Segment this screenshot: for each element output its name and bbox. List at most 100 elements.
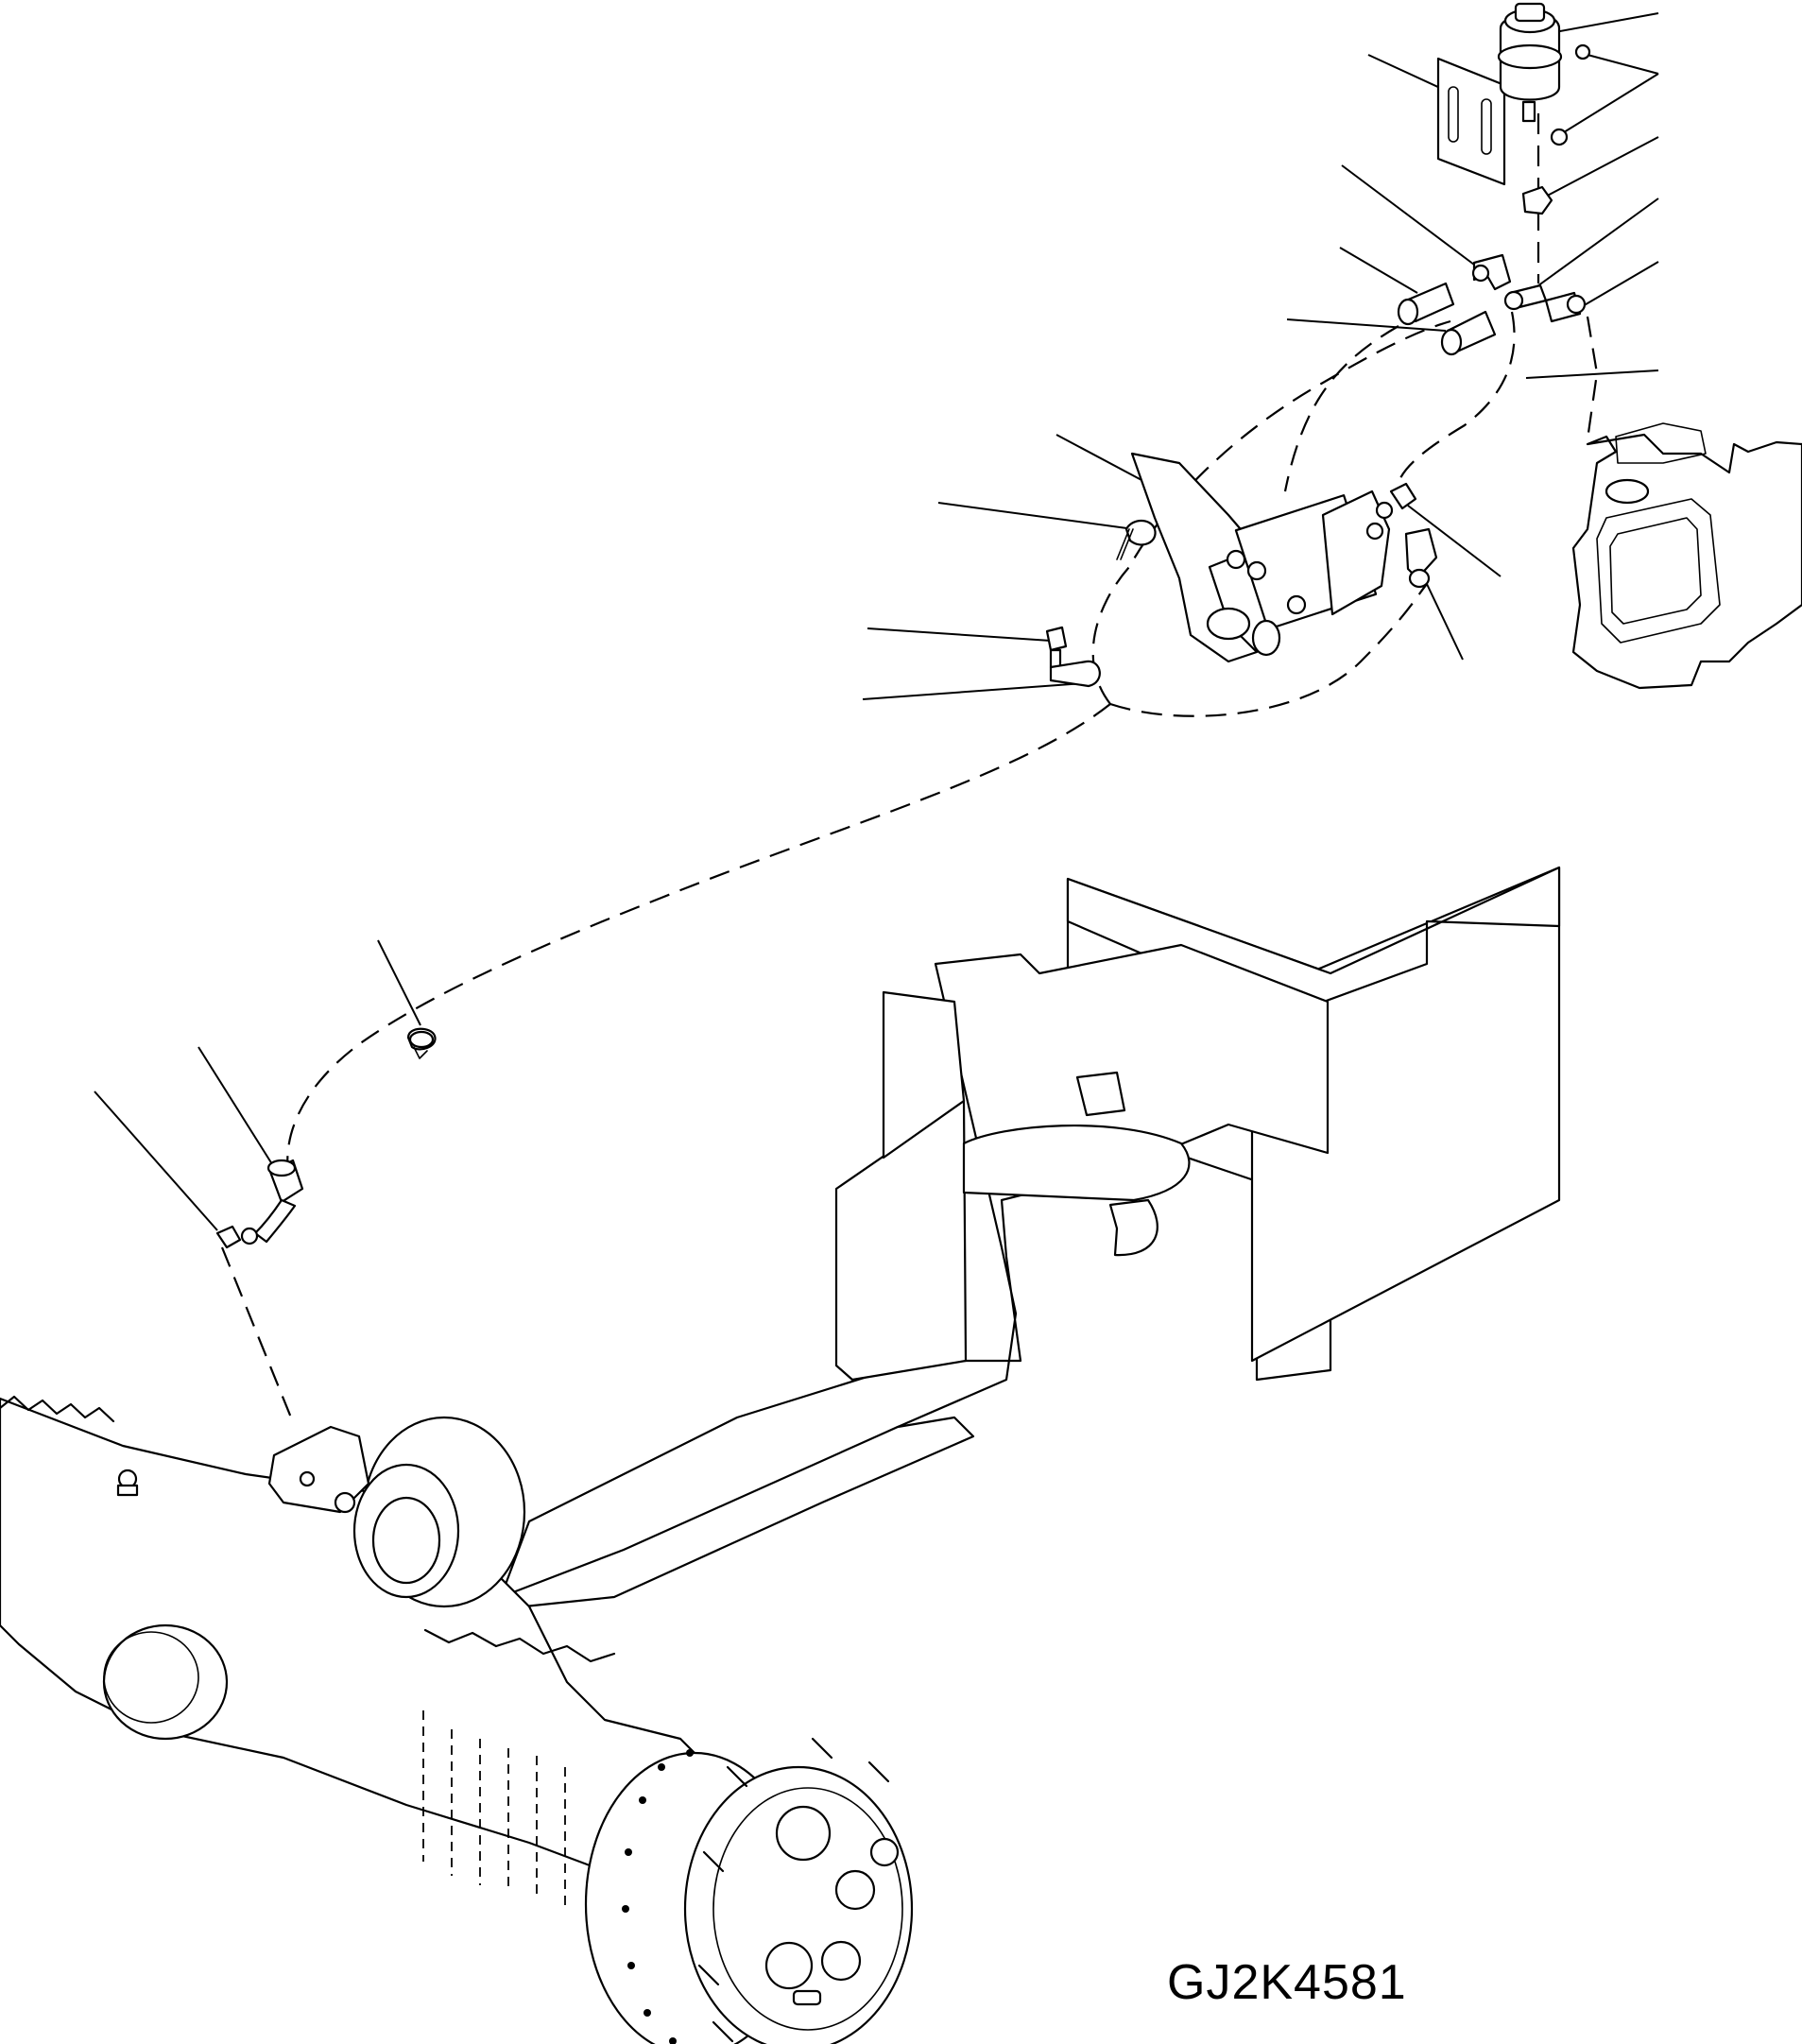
leader-line-spring xyxy=(937,502,1135,530)
pump-flange xyxy=(1596,498,1721,644)
wheel-studs xyxy=(697,1737,890,2043)
wheel-stud xyxy=(811,1737,833,1760)
wheel-stud xyxy=(726,1765,748,1788)
leader-line-elbow-right xyxy=(1426,583,1464,661)
wheel-stud xyxy=(712,2020,734,2043)
leader-line-fitting-right xyxy=(1407,505,1502,577)
leader-line-bolt-upper xyxy=(1587,54,1659,75)
bolt-clamp xyxy=(1045,626,1068,652)
leader-line-tee xyxy=(1530,198,1659,292)
wheel-stud xyxy=(697,1964,720,1986)
hub-plug-1 xyxy=(775,1805,832,1862)
hose-end-bend xyxy=(253,1198,297,1244)
leader-line-bolt-clamp xyxy=(867,627,1052,642)
tee-fitting-end xyxy=(1503,290,1524,311)
bolt-hole xyxy=(644,2009,651,2017)
hub-plug-4 xyxy=(820,1940,862,1982)
valve-housing xyxy=(1321,490,1391,616)
reservoir-band xyxy=(1497,43,1563,70)
elbow-right-face xyxy=(1408,568,1431,589)
pedal-arm xyxy=(1130,452,1259,663)
bolt-upper xyxy=(1574,43,1591,60)
elbow-right xyxy=(1404,527,1438,580)
leader-line-elbow xyxy=(1341,164,1475,266)
frame-structure xyxy=(499,866,1561,1608)
leader-line-connector-upper xyxy=(1339,247,1418,294)
bolt-hole xyxy=(627,1962,635,1969)
fitting-axle xyxy=(215,1225,242,1249)
caliper-bolt xyxy=(299,1470,316,1487)
drum-hub xyxy=(371,1496,441,1585)
wheel-hub xyxy=(584,1737,914,2044)
left-upper-plate xyxy=(882,990,966,1159)
leader-line-fitting-axle xyxy=(94,1091,218,1231)
leader-line-connector-lower xyxy=(1286,318,1447,332)
bolt-hole xyxy=(686,1749,694,1757)
bolt-lower xyxy=(1550,128,1569,146)
valve-bolt-2 xyxy=(1246,560,1267,581)
hose-clip-ring xyxy=(408,1030,435,1049)
adapter-fitting-end xyxy=(1566,294,1587,315)
hook-bracket xyxy=(1108,1198,1158,1257)
bracket-slot-right xyxy=(1481,98,1492,155)
bolt-hole xyxy=(639,1796,646,1804)
hub-plug-2 xyxy=(834,1869,876,1911)
leader-line-nut xyxy=(1537,136,1659,201)
reservoir-cap-top xyxy=(1514,2,1546,23)
hose-route-right xyxy=(1396,311,1516,502)
wheel-stud xyxy=(702,1850,725,1873)
axle-housing-ribs-lower xyxy=(423,1628,616,1663)
spring-coil xyxy=(1116,528,1134,560)
brake-valve-assembly xyxy=(1045,452,1438,688)
fitting-right xyxy=(1389,482,1417,510)
connector-lower-face xyxy=(1440,328,1463,356)
nut xyxy=(1521,185,1553,215)
connector-upper-face xyxy=(1397,298,1419,326)
spring xyxy=(1124,519,1157,546)
pump-top-flange xyxy=(1615,422,1707,464)
swing-plate xyxy=(962,1124,1191,1202)
pump-port xyxy=(1605,478,1650,505)
pump-flange-inner xyxy=(1609,517,1702,625)
bolt-hole xyxy=(625,1848,632,1856)
pedal-roller xyxy=(1251,619,1281,657)
hose-route-main xyxy=(286,703,1111,1173)
hub-oil-level-mark xyxy=(792,1989,822,2006)
axle-assembly xyxy=(0,1395,720,1909)
caliper-fitting xyxy=(334,1491,356,1514)
bolt-hole xyxy=(669,2037,677,2044)
hub-bolt-holes xyxy=(622,1749,694,2044)
leader-lines xyxy=(94,12,1659,1231)
bracket-slot-left xyxy=(1448,86,1459,143)
leader-line-hose-end xyxy=(197,1046,273,1165)
leader-line-clamp xyxy=(862,682,1086,700)
leader-line-adapter xyxy=(1575,261,1659,311)
valve-bolt-1 xyxy=(1226,549,1246,570)
differential-cover xyxy=(102,1623,229,1741)
pedal-pivot xyxy=(1206,607,1251,641)
bolt-hole xyxy=(622,1905,629,1913)
hose-end-top xyxy=(266,1159,297,1177)
hose-fittings-axle xyxy=(215,1027,437,1249)
pivot-bracket xyxy=(1075,1071,1126,1117)
bolt-clamp-shank xyxy=(1049,648,1062,669)
bracket-plate xyxy=(1436,57,1506,186)
wheel-stud xyxy=(867,1761,890,1783)
axle-housing-ribs xyxy=(0,1395,115,1423)
reservoir-outlet xyxy=(1521,100,1536,123)
elbow-fitting xyxy=(1472,253,1512,291)
leader-line-hose-clip xyxy=(377,939,421,1026)
housing-breather-base xyxy=(116,1484,139,1497)
hose-route-pump xyxy=(1586,316,1599,440)
hose-clip-tab xyxy=(413,1046,428,1059)
valve-port-b xyxy=(1365,522,1384,541)
hose-route-lower-loop xyxy=(1109,583,1428,717)
valve-port-a xyxy=(1375,501,1394,520)
fitting-axle-end xyxy=(240,1227,259,1245)
bolt-hole xyxy=(658,1763,665,1771)
fittings-cluster xyxy=(1397,253,1587,356)
drawing-id-label: GJ2K4581 xyxy=(1167,1955,1407,2010)
brake-fluid-reservoir-assembly xyxy=(1436,2,1591,215)
differential-cover-inner xyxy=(103,1631,199,1724)
